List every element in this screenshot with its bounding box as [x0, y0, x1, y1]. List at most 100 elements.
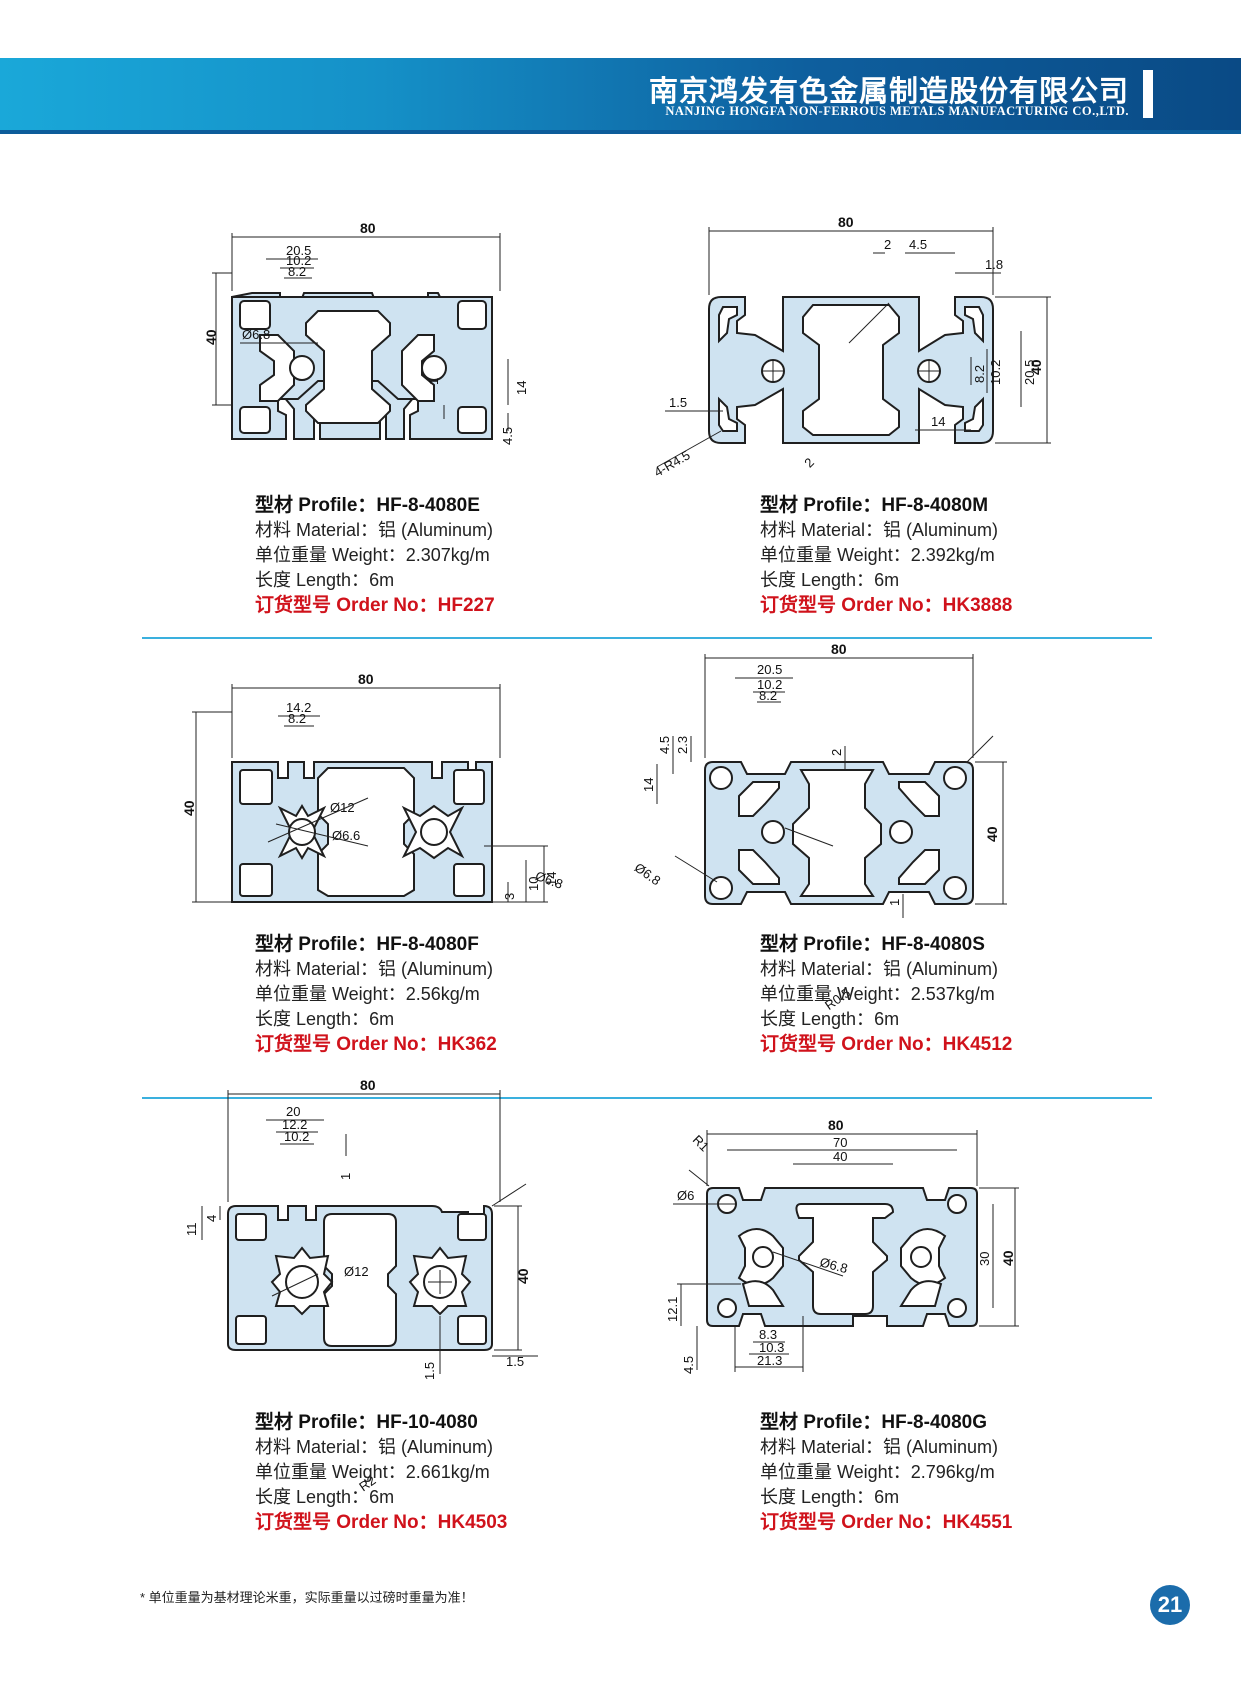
weight-label: 单位重量 Weight：: [760, 545, 911, 565]
dim-b: 4.5: [909, 237, 927, 252]
product-info: 型材 Profile：HF-10-4080 材料 Material：铝 (Alu…: [255, 1410, 507, 1535]
product-info: 型材 Profile：HF-8-4080E 材料 Material：铝 (Alu…: [255, 493, 495, 618]
profile-label: 型材 Profile：: [255, 495, 377, 516]
order-label: 订货型号 Order No：: [255, 1034, 438, 1055]
profile-4080s-svg: 80 40 20.5 10.2 8.2 2 R0.5 4.5 2.3 14 Ø6…: [533, 641, 1007, 1013]
dim-e: 8.2: [972, 365, 987, 383]
dim-m: 21.3: [757, 1353, 782, 1368]
dim-g: 20.5: [1022, 360, 1037, 385]
weight-value: 2.661kg/m: [405, 1462, 490, 1482]
length-value: 6m: [874, 570, 900, 590]
order-label: 订货型号 Order No：: [255, 1512, 438, 1533]
length-label: 长度 Length：: [255, 570, 370, 590]
dim-f: 14: [514, 381, 529, 395]
dim-g: 4.5: [500, 427, 515, 445]
dim-b: 10.2: [286, 253, 311, 268]
weight-value: 2.392kg/m: [910, 545, 995, 565]
dim-k: 14: [931, 414, 945, 429]
dim-c: 8.2: [288, 264, 306, 279]
dim-b: 40: [833, 1149, 847, 1164]
material-value: 铝 (Aluminum): [378, 959, 494, 979]
product-card: 80 40 20.5 10.2 8.2 2 R0.5 4.5 2.3 14 Ø6…: [533, 641, 1193, 1136]
dim-width: 80: [838, 214, 854, 230]
product-card: 80 40 14.2 8.2 Ø12 Ø6.6 3 10 14 型材 Profi…: [128, 671, 688, 1136]
order-number: HF227: [437, 595, 495, 616]
weight-footnote: * 单位重量为基材理论米重，实际重量以过磅时重量为准！: [140, 1590, 474, 1605]
dim-c: Ø12: [330, 800, 355, 815]
section-divider: [142, 637, 1152, 639]
profile-label: 型材 Profile：: [760, 495, 882, 516]
profile-label: 型材 Profile：: [760, 934, 882, 955]
dim-f: 10.2: [988, 360, 1003, 385]
dim-width: 80: [831, 641, 847, 657]
dim-l: 10.3: [759, 1340, 784, 1355]
dim-f: 10: [526, 877, 541, 891]
dim-b: 10.2: [757, 677, 782, 692]
profile-drawing: 80 40 20.5 10.2 8.2 2 R0.5 4.5 2.3 14 Ø6…: [533, 641, 1193, 1013]
profile-code: HF-8-4080E: [376, 495, 480, 516]
dim-g: 4: [204, 1215, 219, 1222]
dim-d: 1: [338, 1173, 353, 1180]
profile-code: HF-10-4080: [376, 1412, 478, 1433]
profile-code: HF-8-4080M: [881, 495, 989, 516]
length-value: 6m: [874, 1009, 900, 1029]
dim-a: 2: [884, 237, 891, 252]
product-info: 型材 Profile：HF-8-4080M 材料 Material：铝 (Alu…: [760, 493, 1012, 618]
profile-label: 型材 Profile：: [255, 934, 377, 955]
dim-a: 20: [286, 1104, 300, 1119]
profile-label: 型材 Profile：: [255, 1412, 377, 1433]
dim-width: 80: [360, 220, 376, 236]
weight-label: 单位重量 Weight：: [255, 1462, 406, 1482]
dim-j: 4-R4.5: [651, 447, 692, 480]
dim-i: 1.5: [669, 395, 687, 410]
profile-code: HF-8-4080F: [376, 934, 479, 955]
dim-e: 3: [502, 893, 517, 900]
material-value: 铝 (Aluminum): [883, 1437, 999, 1457]
length-label: 长度 Length：: [255, 1487, 370, 1507]
dim-g: 14: [544, 872, 559, 886]
order-label: 订货型号 Order No：: [760, 595, 943, 616]
product-card: 80 40 20.5 10.2 8.2 Ø6.8 1 14 4.5 型材 Pro…: [128, 220, 688, 675]
dim-b: 12.2: [282, 1117, 307, 1132]
material-label: 材料 Material：: [760, 1437, 884, 1457]
weight-value: 2.56kg/m: [405, 984, 480, 1004]
material-label: 材料 Material：: [255, 520, 379, 540]
material-label: 材料 Material：: [255, 1437, 379, 1457]
dim-height: 40: [181, 800, 197, 816]
header-underline: [0, 130, 1241, 134]
weight-label: 单位重量 Weight：: [255, 984, 406, 1004]
dim-f: 4.5: [657, 736, 672, 754]
order-number: HK4503: [437, 1512, 508, 1533]
dim-height: 40: [984, 826, 1000, 842]
order-number: HK4551: [942, 1512, 1013, 1533]
dim-k: 8.3: [759, 1327, 777, 1342]
dim-g: 2.3: [675, 736, 690, 754]
dim-c: 1.8: [985, 257, 1003, 272]
profile-label: 型材 Profile：: [760, 1412, 882, 1433]
dim-height: 40: [1028, 359, 1044, 375]
header-banner: 南京鸿发有色金属制造股份有限公司 NANJING HONGFA NON-FERR…: [0, 58, 1241, 130]
length-value: 6m: [369, 1009, 395, 1029]
product-info: 型材 Profile：HF-8-4080F 材料 Material：铝 (Alu…: [255, 932, 497, 1057]
dim-i: 12.1: [665, 1297, 680, 1322]
dim-g: 40: [1000, 1250, 1016, 1266]
profile-drawing: 80 70 40 R1 Ø6 Ø6.8 30 40 12.1 4.5 8.3: [633, 1117, 1193, 1446]
dim-a: 14.2: [286, 700, 311, 715]
product-card: 80 40 2 4.5 1.8 2 8.2 10.2 20.5 1.5 4-R4…: [633, 214, 1193, 675]
dim-f: 11: [184, 1223, 199, 1237]
material-value: 铝 (Aluminum): [883, 520, 999, 540]
order-label: 订货型号 Order No：: [255, 595, 438, 616]
weight-value: 2.307kg/m: [405, 545, 490, 565]
dim-d: Ø6.6: [332, 828, 360, 843]
dim-d: Ø6: [677, 1188, 694, 1203]
length-label: 长度 Length：: [760, 1009, 875, 1029]
material-label: 材料 Material：: [760, 520, 884, 540]
header-bar-icon: [1143, 70, 1153, 118]
dim-j: 1.5: [422, 1362, 437, 1380]
order-label: 订货型号 Order No：: [760, 1034, 943, 1055]
length-label: 长度 Length：: [760, 570, 875, 590]
dim-b: 8.2: [288, 711, 306, 726]
weight-label: 单位重量 Weight：: [255, 545, 406, 565]
length-value: 6m: [369, 1487, 395, 1507]
dim-width: 80: [828, 1117, 844, 1133]
